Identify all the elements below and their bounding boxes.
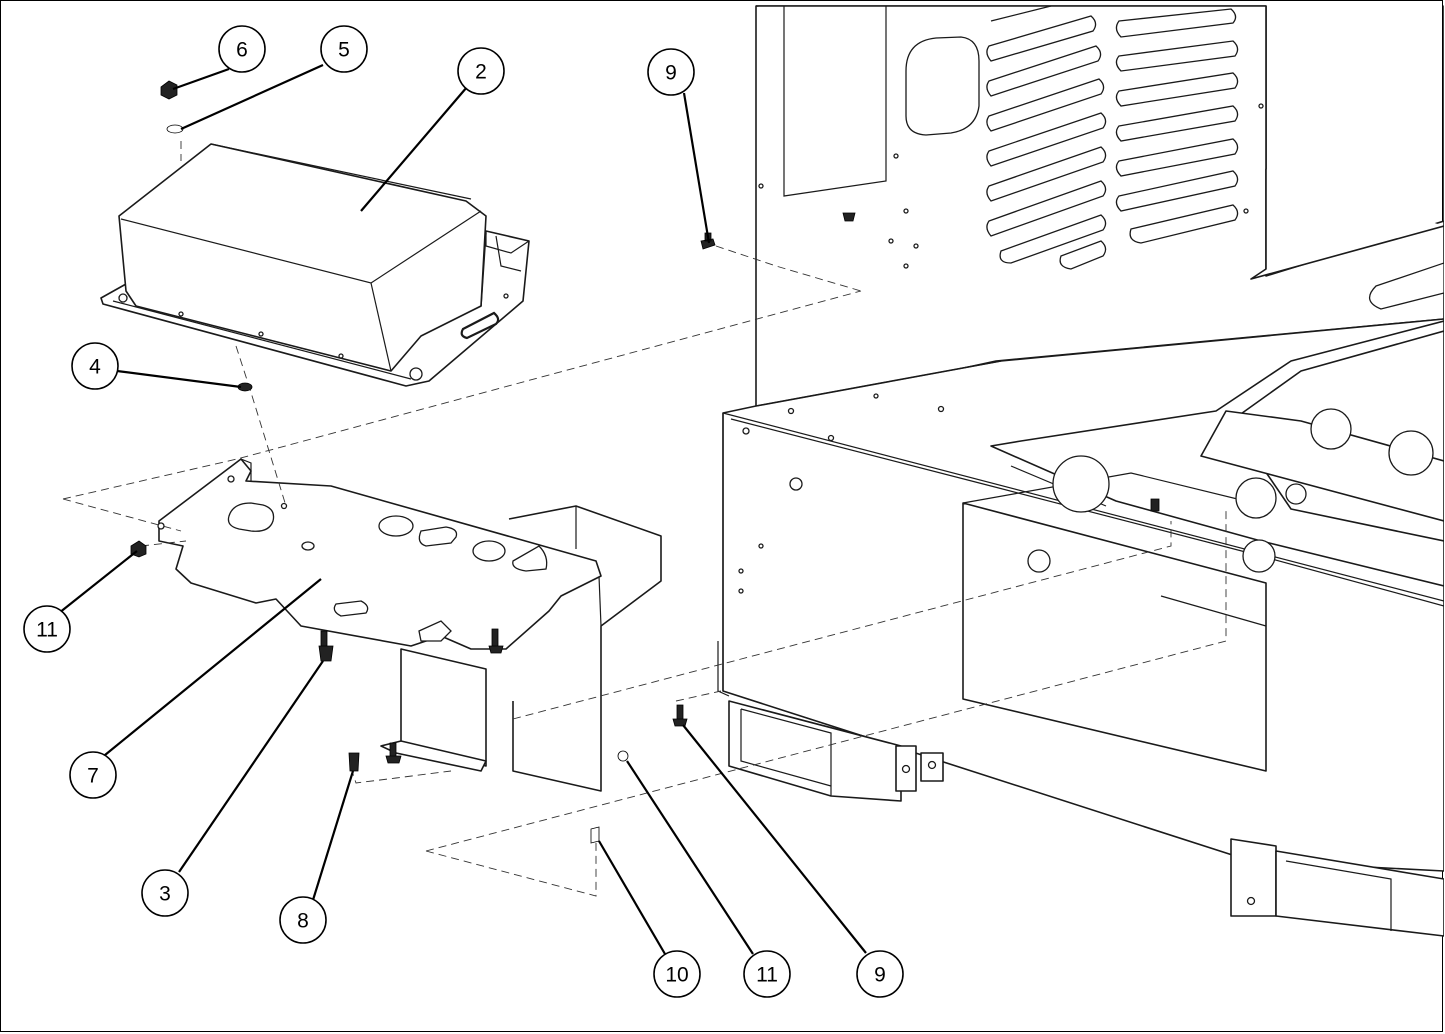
bolt-icon xyxy=(488,628,504,654)
callout-2: 2 xyxy=(457,47,505,95)
louvre-vents-right xyxy=(1115,8,1239,244)
callout-3: 3 xyxy=(141,869,189,917)
oval-opening xyxy=(905,36,980,136)
panel-holes xyxy=(738,103,1264,594)
callout-10-label: 10 xyxy=(665,964,688,987)
box-body xyxy=(118,143,487,372)
callout-11-bottom: 11 xyxy=(743,950,791,998)
mounting-bracket xyxy=(157,458,662,792)
panel-cutout xyxy=(783,6,887,197)
bolt-icon xyxy=(385,742,402,764)
generator-frame xyxy=(717,5,1444,937)
callout-4: 4 xyxy=(71,342,119,390)
skid-frame-right xyxy=(1230,838,1277,917)
callout-8: 8 xyxy=(279,896,327,944)
callout-7: 7 xyxy=(69,751,117,799)
clip-icon xyxy=(590,826,600,844)
louvre-vents-left xyxy=(986,5,1107,270)
callout-2-label: 2 xyxy=(475,61,487,84)
bolt-icon xyxy=(672,704,688,727)
bolt-icon xyxy=(318,630,334,662)
bolt-icon xyxy=(842,212,856,222)
callout-11-left-label: 11 xyxy=(36,619,58,642)
washer-icon xyxy=(166,124,184,134)
callout-6: 6 xyxy=(218,25,266,73)
leader-lines xyxy=(58,63,867,955)
callout-5-label: 5 xyxy=(338,39,350,62)
bolt-icon xyxy=(348,752,360,772)
callout-9-top-label: 9 xyxy=(665,62,677,85)
callout-9-top: 9 xyxy=(647,48,695,96)
callout-4-label: 4 xyxy=(89,356,101,379)
callout-8-label: 8 xyxy=(297,910,309,933)
control-box xyxy=(100,143,530,387)
nut-icon xyxy=(617,750,629,762)
bolt-icon xyxy=(1150,498,1160,512)
callout-3-label: 3 xyxy=(159,883,171,906)
callout-9-bottom: 9 xyxy=(856,950,904,998)
callout-6-label: 6 xyxy=(236,39,248,62)
bracket-plate xyxy=(158,458,602,650)
callout-11-left: 11 xyxy=(23,605,71,653)
nut-icon xyxy=(160,80,178,100)
callout-7-label: 7 xyxy=(87,765,99,788)
callout-10: 10 xyxy=(653,950,701,998)
callout-11-bottom-label: 11 xyxy=(756,964,778,987)
callout-5: 5 xyxy=(320,25,368,73)
skid-frame-left xyxy=(728,700,902,802)
callout-9-bottom-label: 9 xyxy=(874,964,886,987)
